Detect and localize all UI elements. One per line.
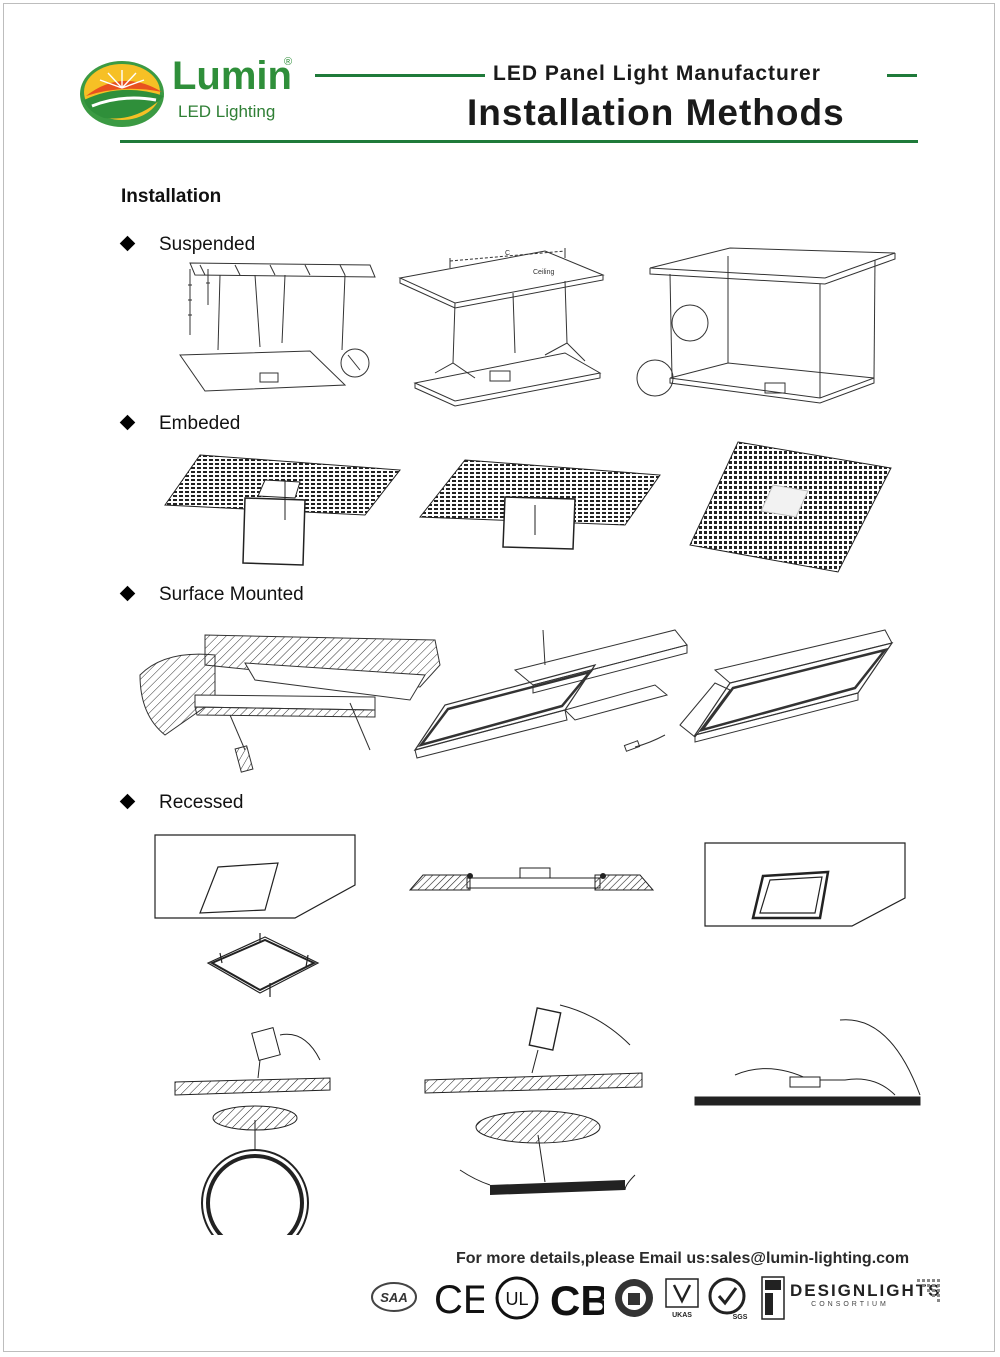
cert-text: CE (434, 1278, 484, 1319)
brand-name: Lumin (172, 54, 292, 98)
page-frame (3, 3, 995, 1352)
sgs-logo-icon: SGS (708, 1277, 748, 1321)
ukas-logo-icon: UKAS (665, 1278, 699, 1319)
cert-text: SGS (733, 1314, 748, 1321)
recessed-panel-springs (206, 933, 320, 997)
rohs-logo-icon (761, 1276, 785, 1320)
cert-subtext: CONSORTIUM (811, 1301, 889, 1308)
cert-text: CB (550, 1277, 604, 1321)
section-label: Suspended (159, 234, 256, 255)
certification-logos: SAA CE UL CB UKAS SGS DESIGNLIGHTS CONSO… (370, 1275, 950, 1325)
brand-subtitle: LED Lighting (178, 102, 276, 121)
ce-logo-icon: CE (434, 1278, 484, 1319)
header-rule-bottom (120, 140, 918, 143)
cert-text: SAA (380, 1290, 407, 1305)
section-label: Embeded (159, 413, 241, 434)
cert-text: UKAS (672, 1312, 692, 1319)
recessed-ceiling-cut-1 (154, 834, 356, 919)
designlights-dots-icon (917, 1279, 940, 1302)
surface-mounted-diagram-2 (413, 629, 688, 759)
recessed-round-install-1 (174, 1027, 331, 1235)
lumin-logo: Lumin ® LED Lighting (78, 54, 308, 130)
saa-logo-icon: SAA (371, 1282, 417, 1312)
recessed-ceiling-cut-2 (704, 842, 906, 927)
installation-heading: Installation (121, 186, 222, 207)
cert-text: UL (505, 1289, 528, 1309)
suspended-diagram-1 (179, 262, 376, 392)
registered-mark: ® (284, 56, 293, 68)
section-label: Recessed (159, 792, 244, 813)
sun-leaf-icon (80, 61, 164, 127)
embedded-diagram-2 (418, 459, 661, 550)
ceiling-label: Ceiling (533, 269, 555, 276)
contact-email[interactable]: For more details,please Email us:sales@l… (456, 1250, 910, 1267)
surface-mounted-diagram-3 (623, 629, 894, 752)
page-title: Installation Methods (467, 92, 845, 133)
embedded-diagram-3 (689, 441, 892, 573)
header-rule-right (887, 74, 917, 77)
suspended-diagram-2: Ceiling C (398, 248, 605, 407)
recessed-side-view (694, 1019, 921, 1106)
suspended-diagram-3 (636, 247, 896, 404)
cb-logo-icon: CB (550, 1277, 604, 1321)
section-label: Surface Mounted (159, 584, 304, 605)
surface-mounted-diagram-1 (139, 634, 441, 773)
dimension-label: C (505, 250, 510, 257)
tagline: LED Panel Light Manufacturer (493, 62, 821, 85)
embedded-diagram-1 (164, 454, 401, 566)
ul-logo-icon: UL (495, 1276, 539, 1320)
recessed-round-install-2 (424, 1004, 643, 1195)
recessed-section-view (408, 867, 655, 891)
header-rule-left (315, 74, 485, 77)
designlights-logo: DESIGNLIGHTS CONSORTIUM (790, 1281, 942, 1308)
cert-text: DESIGNLIGHTS (790, 1281, 942, 1300)
bsi-logo-icon (615, 1279, 653, 1317)
